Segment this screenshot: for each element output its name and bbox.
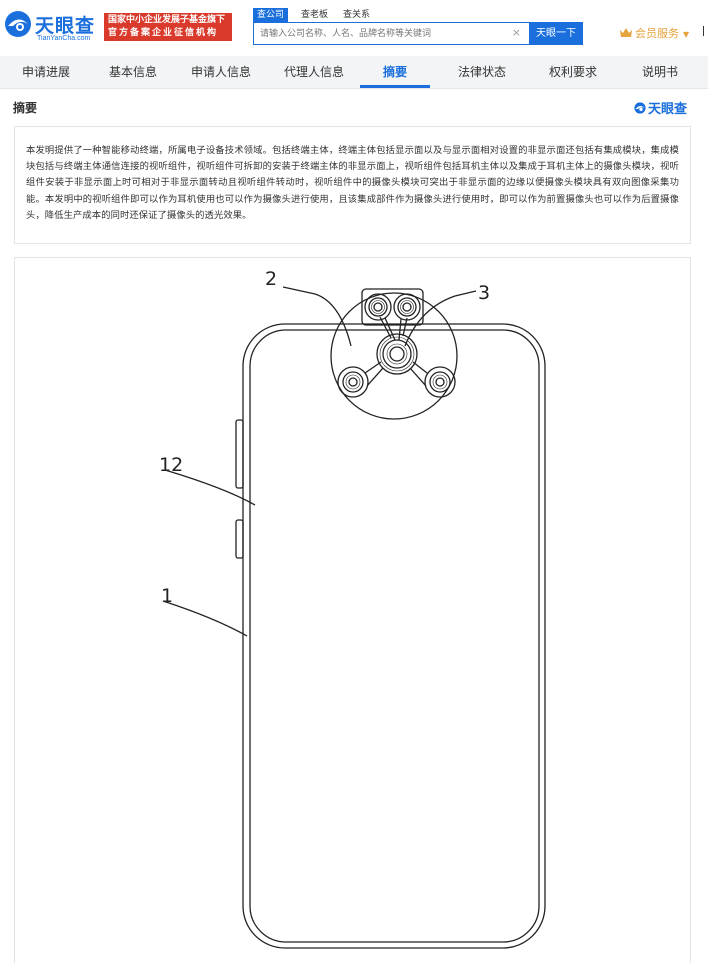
search-tab-relation[interactable]: 查关系	[343, 10, 371, 20]
patent-figure: 2 3 12 1	[159, 268, 546, 949]
logo-domain: TianYanCha.com	[37, 35, 91, 42]
section-watermark-logo: 天眼查	[634, 98, 687, 117]
logo-text: 天眼查	[35, 15, 96, 37]
figure-label-12: 12	[159, 454, 183, 476]
tab-basic-info[interactable]: 基本信息	[108, 65, 157, 79]
eye-logo-icon	[634, 102, 646, 114]
clear-icon[interactable]: ×	[511, 26, 521, 39]
crown-icon	[620, 28, 632, 37]
protruding-camera-module	[361, 288, 424, 326]
section-title: 摘要	[13, 101, 38, 115]
abstract-text: 本发明提供了一种智能移动终端，所属电子设备技术领域。包括终端主体，终端主体包括显…	[26, 145, 679, 221]
tab-application-progress[interactable]: 申请进展	[21, 65, 70, 79]
active-tab-indicator	[360, 85, 430, 88]
phone-body-inner	[249, 329, 540, 943]
tianyancha-logo[interactable]: 天眼查 TianYanCha.com	[4, 8, 100, 48]
badge-line-1: 国家中小企业发展子基金旗下	[108, 15, 226, 25]
tab-legal-status[interactable]: 法律状态	[457, 65, 506, 79]
leader-line-2	[282, 286, 352, 347]
figure-label-3: 3	[478, 282, 490, 304]
leader-line-12	[164, 469, 256, 506]
badge-line-2: 官方备案企业征信机构	[108, 28, 219, 38]
vip-service-menu[interactable]: 会员服务 ▼	[620, 25, 689, 41]
official-badge: 国家中小企业发展子基金旗下 官方备案企业征信机构	[104, 13, 232, 41]
central-hub	[376, 333, 418, 375]
figure-label-1: 1	[161, 585, 173, 607]
header-divider	[703, 26, 704, 36]
patent-nav-tabs: 申请进展 基本信息 申请人信息 代理人信息 摘要 法律状态 权利要求 说明书	[0, 56, 708, 89]
phone-body-outer	[242, 323, 546, 949]
patent-drawing-panel: 2 3 12 1	[14, 257, 691, 963]
abstract-panel: 本发明提供了一种智能移动终端，所属电子设备技术领域。包括终端主体，终端主体包括显…	[14, 126, 691, 244]
search-tab-company[interactable]: 查公司	[253, 8, 289, 22]
magnified-assembly-circle	[330, 292, 458, 420]
tab-applicant-info[interactable]: 申请人信息	[190, 65, 251, 79]
search-tab-boss[interactable]: 查老板	[301, 10, 329, 20]
top-header: 天眼查 TianYanCha.com 国家中小企业发展子基金旗下 官方备案企业征…	[0, 0, 708, 56]
leader-line-3	[404, 290, 477, 347]
leader-line-1	[162, 600, 248, 637]
figure-label-2: 2	[265, 268, 277, 290]
tab-description[interactable]: 说明书	[641, 65, 678, 79]
eye-logo-icon	[5, 11, 31, 37]
caret-down-icon: ▼	[683, 30, 690, 39]
side-button-upper	[235, 419, 244, 489]
section-logo-text: 天眼查	[648, 102, 688, 117]
tab-agent-info[interactable]: 代理人信息	[283, 65, 344, 79]
vip-service-label: 会员服务	[635, 27, 679, 40]
tab-claims[interactable]: 权利要求	[548, 65, 597, 79]
search-box: ×	[253, 22, 530, 45]
search-button[interactable]: 天眼一下	[529, 22, 583, 45]
tab-abstract[interactable]: 摘要	[382, 65, 407, 79]
search-input[interactable]	[254, 23, 509, 44]
side-button-lower	[235, 519, 244, 559]
